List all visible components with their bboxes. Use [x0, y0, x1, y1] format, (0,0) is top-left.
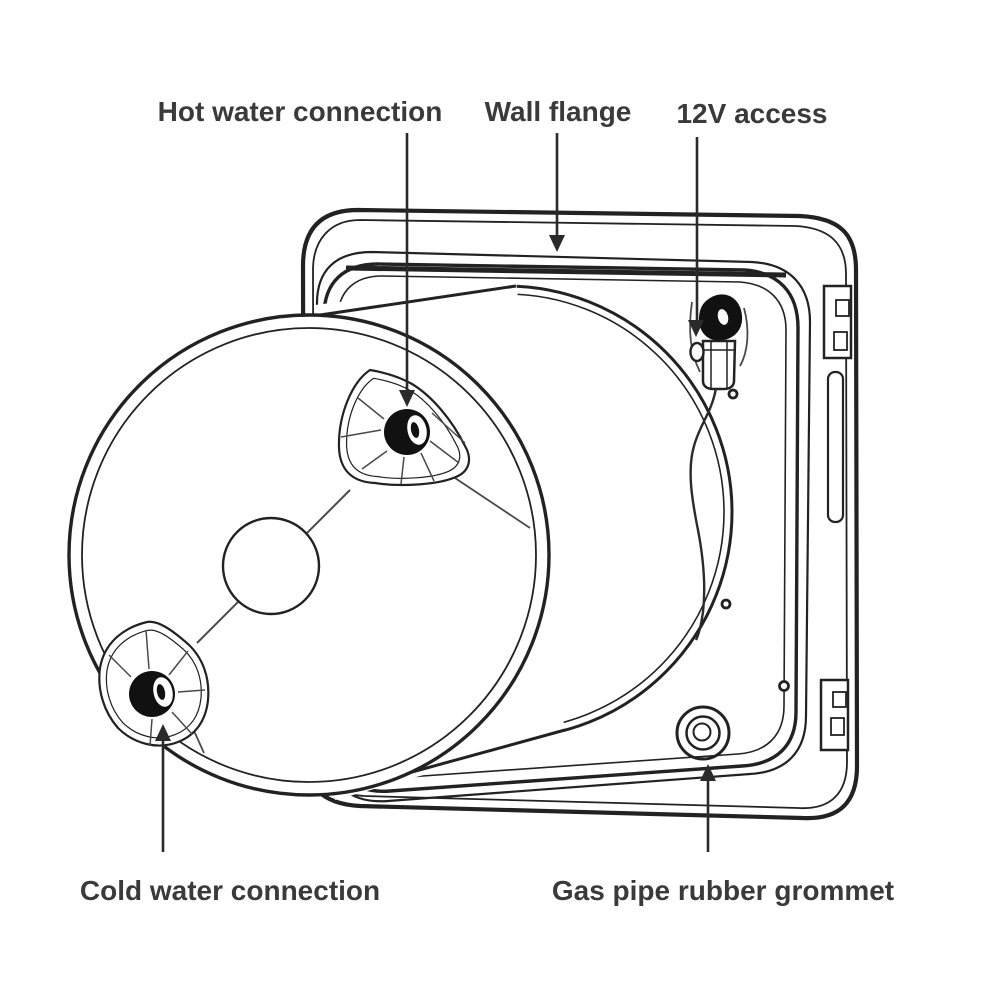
- wall-flange-arrow: [549, 133, 565, 252]
- connector-barrel: [701, 339, 737, 391]
- labels: Hot water connection Wall flange 12V acc…: [80, 96, 894, 906]
- hot-water-arrow: [399, 133, 415, 407]
- gas-pipe-rubber-grommet: [675, 705, 731, 761]
- connector-cap-highlight: [717, 309, 729, 325]
- wall-flange-inner-line: [312, 219, 848, 809]
- cold-water-arrow: [155, 724, 171, 852]
- cold-pocket-hatching: [108, 629, 206, 747]
- cylinder-top-edge: [319, 284, 517, 317]
- panel-screw-top: [727, 388, 739, 400]
- wall-flange-label: Wall flange: [485, 96, 632, 127]
- wall-flange-frame: [300, 207, 860, 821]
- cold-water-pocket: [98, 620, 210, 747]
- flange-slot: [826, 370, 845, 524]
- gas-pipe-rubber-grommet-label: Gas pipe rubber grommet: [552, 875, 894, 906]
- panel-screw-corner: [778, 680, 790, 692]
- cold-pocket-inner: [105, 629, 202, 739]
- twelve-v-connector: [689, 294, 749, 641]
- face-spoke-to-rim-upper: [454, 477, 531, 529]
- twelve-v-access-label: 12V access: [676, 98, 827, 129]
- cold-water-connection-label: Cold water connection: [80, 875, 380, 906]
- connector-guard-left: [689, 301, 701, 373]
- leader-arrows: [155, 133, 716, 852]
- gas-grommet-arrow: [700, 764, 716, 852]
- hot-pocket-hatching: [340, 397, 466, 485]
- hot-water-connection-label: Hot water connection: [158, 96, 443, 127]
- flange-clip-top: [822, 284, 853, 360]
- cylinder-front-face: [67, 313, 551, 797]
- twelve-v-arrow: [688, 137, 704, 337]
- wall-flange-outer-edge: [300, 207, 860, 821]
- hot-water-port: [384, 409, 430, 455]
- hot-water-pocket: [337, 368, 471, 487]
- connector-nut: [689, 341, 705, 363]
- face-center-hub: [221, 516, 321, 616]
- panel-screw-middle: [720, 598, 732, 610]
- front-face-inner-rim: [81, 327, 537, 783]
- wall-flange-opening-edge: [315, 250, 812, 803]
- back-panel-top-edge: [345, 265, 787, 278]
- cold-water-port: [129, 671, 175, 717]
- connector-guard-right: [739, 307, 749, 367]
- twelve-v-wire: [689, 387, 718, 641]
- flange-clip-bottom: [819, 678, 850, 752]
